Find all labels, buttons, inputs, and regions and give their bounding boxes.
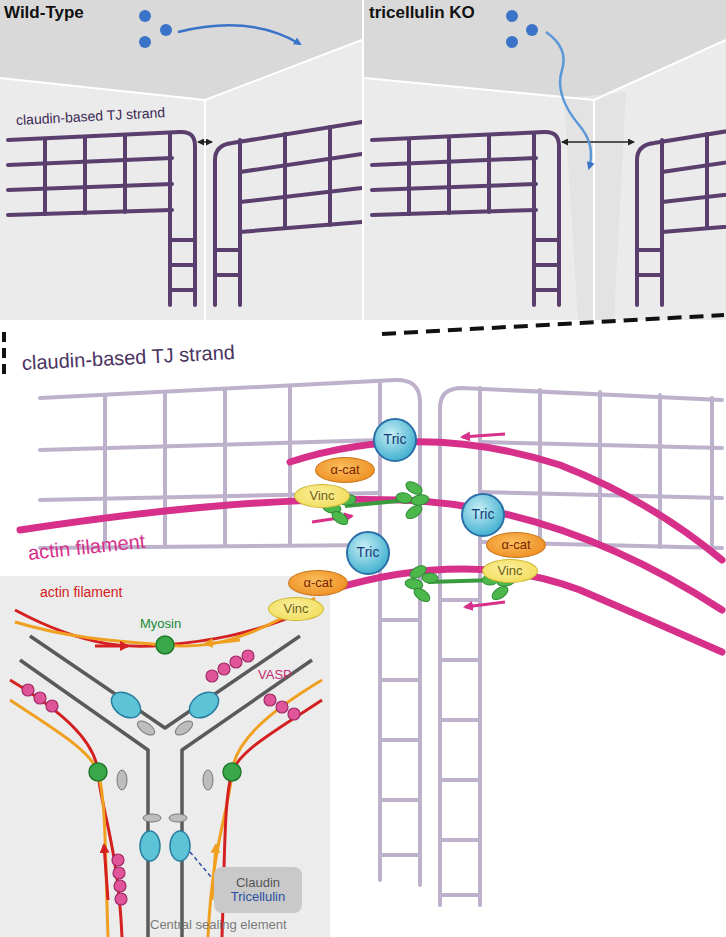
node-text: Claudin (236, 876, 280, 890)
legend-box: ClaudinTricellulin (214, 867, 302, 913)
protein-label: VASP (258, 668, 292, 683)
tricellulin-circle: Tric (373, 418, 417, 462)
structure-label: actin filament (40, 584, 122, 600)
node-text: Tric (472, 507, 495, 522)
alpha-catenin-oval: α-cat (486, 532, 546, 558)
structure-label: Central sealing element (150, 918, 287, 933)
vinculin-oval: Vinc (294, 484, 350, 508)
node-text: Vinc (497, 564, 522, 578)
alpha-catenin-oval: α-cat (288, 570, 348, 596)
panel-title: Wild-Type (4, 3, 84, 23)
tricellulin-circle: Tric (346, 531, 390, 575)
vinculin-oval: Vinc (268, 597, 324, 621)
node-text: Vinc (309, 489, 334, 503)
node-text: α-cat (303, 576, 332, 590)
structure-label: actin filament (27, 530, 147, 565)
tricellulin-circle: Tric (461, 493, 505, 537)
alpha-catenin-oval: α-cat (315, 457, 375, 483)
node-text: α-cat (501, 538, 530, 552)
node-text: Tric (357, 545, 380, 560)
node-text: α-cat (330, 463, 359, 477)
node-text: Tricellulin (231, 890, 285, 904)
protein-label: Myosin (140, 617, 181, 632)
panel-title: tricellulin KO (369, 3, 475, 23)
node-text: Tric (384, 432, 407, 447)
structure-label: claudin-based TJ strand (21, 341, 235, 375)
node-text: Vinc (283, 602, 308, 616)
vinculin-oval: Vinc (482, 559, 538, 583)
